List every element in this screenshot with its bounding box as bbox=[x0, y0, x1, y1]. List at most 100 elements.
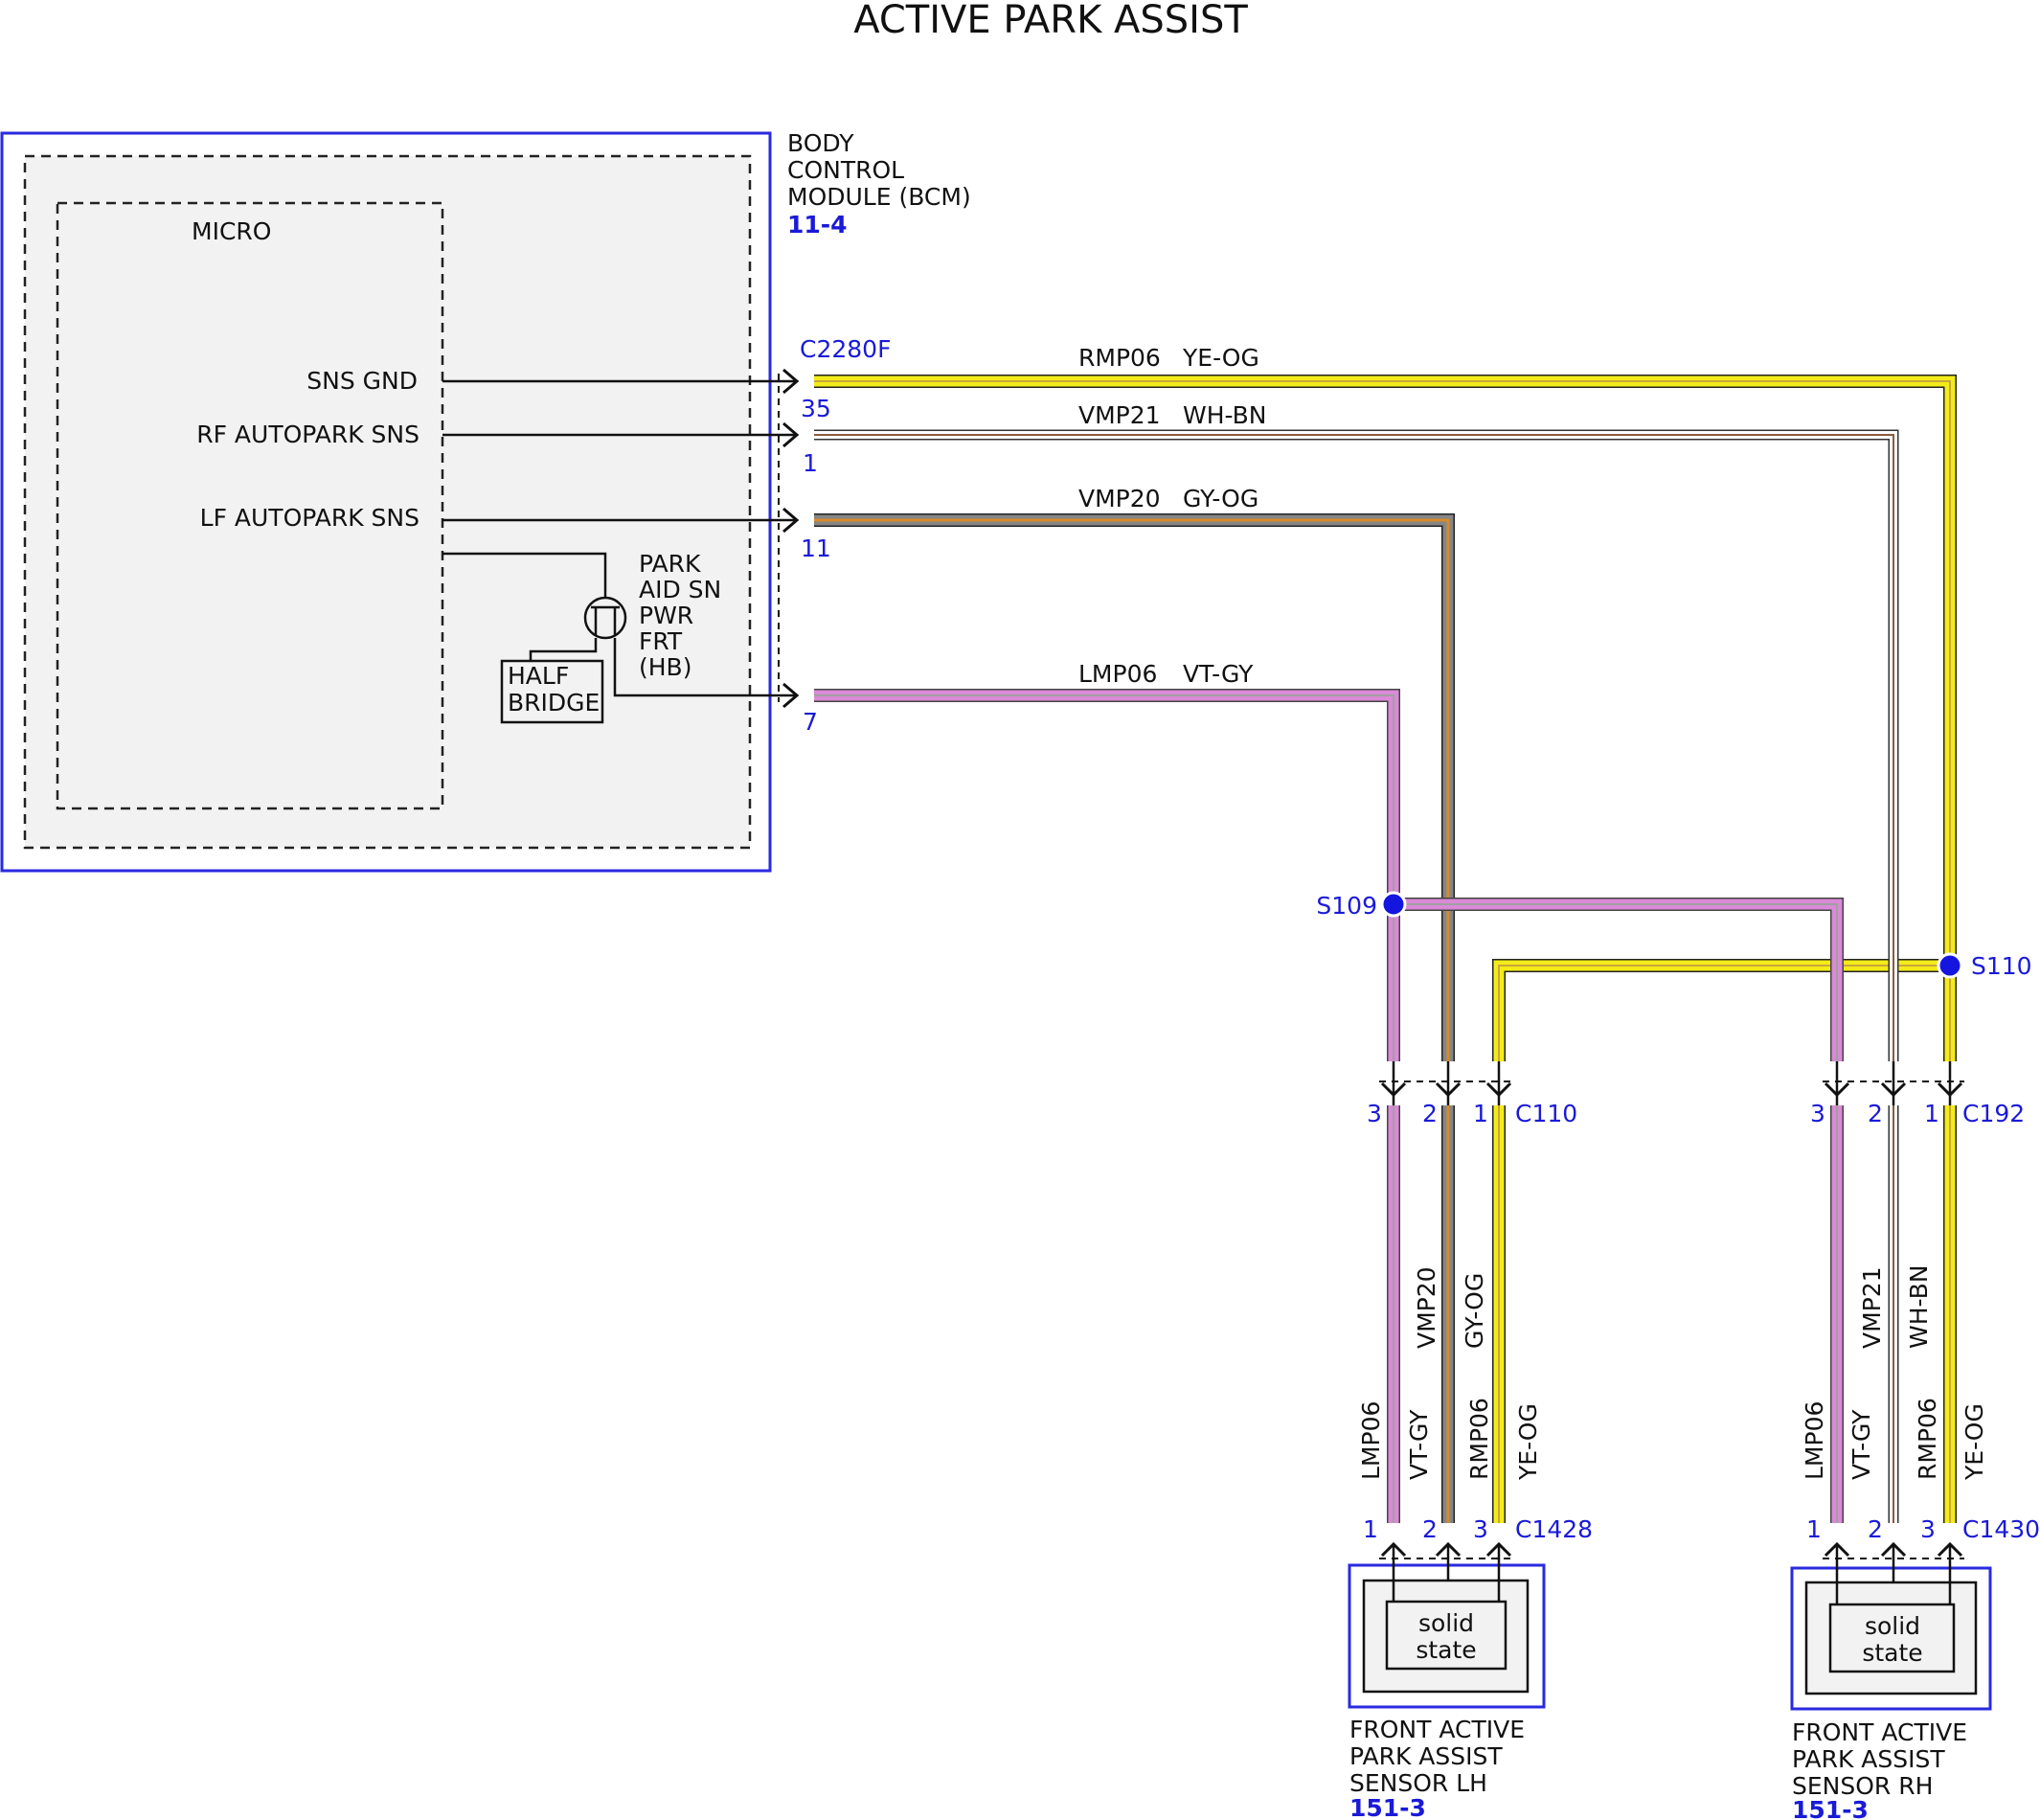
sensor-rh-solid-state bbox=[1828, 1603, 1956, 1673]
c110-pin3-arrow bbox=[1380, 1081, 1407, 1098]
c110-pin2-arrow bbox=[1435, 1081, 1462, 1098]
wire-label-vmp21-color: WH-BN bbox=[1183, 401, 1267, 429]
rh-wire2-circuit: VMP21 bbox=[1858, 1266, 1886, 1349]
sensor-lh-name-line-1: FRONT ACTIVE bbox=[1349, 1716, 1525, 1743]
sensor-lh-name-line-2: PARK ASSIST bbox=[1349, 1742, 1503, 1770]
sensor-rh-name-line-3: SENSOR RH bbox=[1792, 1772, 1933, 1800]
switch-label-line-3: PWR bbox=[639, 602, 693, 629]
lh-wire2-circuit: VMP20 bbox=[1413, 1266, 1440, 1349]
pin-number-7: 7 bbox=[803, 708, 818, 736]
switch-label-line-1: PARK bbox=[639, 550, 701, 578]
sensor-lh-inner-line-2: state bbox=[1416, 1636, 1476, 1664]
splice-s110-label: S110 bbox=[1971, 952, 2032, 980]
c2280f-label: C2280F bbox=[800, 335, 891, 363]
switch-feed-line bbox=[442, 552, 607, 598]
switch-symbol-icon bbox=[591, 605, 620, 636]
sensor-rh-ref: 151-3 bbox=[1792, 1796, 1869, 1820]
wire-label-vmp20-color: GY-OG bbox=[1183, 485, 1258, 512]
pin-arrow-7 bbox=[782, 682, 800, 709]
rh-wire2-color: WH-BN bbox=[1905, 1265, 1933, 1350]
c110-pin-1: 1 bbox=[1473, 1100, 1488, 1127]
wire-label-rmp06-circuit: RMP06 bbox=[1078, 344, 1161, 372]
bcm-name-line-1: BODY bbox=[787, 129, 854, 157]
half-bridge-link-line bbox=[529, 638, 598, 661]
rh-wire1-color: VT-GY bbox=[1847, 1409, 1875, 1480]
wire-vmp20 bbox=[814, 513, 1455, 1523]
pin-number-35: 35 bbox=[801, 395, 831, 422]
half-bridge-line-2: BRIDGE bbox=[508, 689, 600, 717]
connector-c110 bbox=[1379, 1061, 1513, 1105]
c1428-label: C1428 bbox=[1515, 1515, 1593, 1543]
c192-pin3-arrow bbox=[1824, 1081, 1850, 1098]
lh-wire1-circuit: LMP06 bbox=[1357, 1401, 1385, 1480]
c1428-pin-2: 2 bbox=[1422, 1515, 1438, 1543]
splice-s109 bbox=[1380, 891, 1407, 918]
splice-s109-label: S109 bbox=[1316, 892, 1377, 920]
pin-arrow-35 bbox=[782, 368, 800, 395]
bcm-name-line-3: MODULE (BCM) bbox=[787, 183, 971, 211]
c110-pin-2: 2 bbox=[1422, 1100, 1438, 1127]
half-bridge-line-1: HALF bbox=[508, 662, 569, 690]
wire-label-rmp06-color: YE-OG bbox=[1182, 344, 1259, 372]
half-bridge-box bbox=[500, 659, 604, 724]
sensor-lh-ref: 151-3 bbox=[1349, 1794, 1426, 1820]
bcm-ref: 11-4 bbox=[787, 211, 848, 239]
sensor-rh-inner-line-1: solid bbox=[1865, 1612, 1920, 1640]
lh-wire2-color: GY-OG bbox=[1461, 1273, 1488, 1349]
micro-label: MICRO bbox=[192, 217, 271, 245]
sensor-rh-inner-line-2: state bbox=[1862, 1639, 1922, 1667]
sensor-lh-name-line-3: SENSOR LH bbox=[1349, 1769, 1487, 1797]
c1430-pin-3: 3 bbox=[1920, 1515, 1936, 1543]
lh-wire1-color: VT-GY bbox=[1405, 1409, 1433, 1480]
sensor-lh-solid-state bbox=[1385, 1600, 1507, 1671]
wire-rmp06 bbox=[814, 375, 1957, 1523]
c192-pin-3: 3 bbox=[1810, 1100, 1825, 1127]
switch-output-line bbox=[613, 638, 795, 697]
pin-label-lf-autopark: LF AUTOPARK SNS bbox=[200, 504, 419, 532]
diagram-title: ACTIVE PARK ASSIST bbox=[853, 0, 1248, 42]
c1430-label: C1430 bbox=[1962, 1515, 2040, 1543]
wire-lmp06 bbox=[814, 689, 1844, 1523]
switch-label-line-4: FRT bbox=[639, 627, 683, 655]
c1428-pin-1: 1 bbox=[1363, 1515, 1378, 1543]
rh-wire3-color: YE-OG bbox=[1961, 1403, 1988, 1481]
sensor-lh-inner-line-1: solid bbox=[1418, 1609, 1474, 1637]
wire-label-lmp06-circuit: LMP06 bbox=[1078, 660, 1157, 688]
transistor-switch-icon bbox=[583, 596, 627, 640]
wire-vmp21 bbox=[814, 429, 1899, 1523]
pin-number-1: 1 bbox=[803, 449, 818, 477]
wire-label-lmp06-color: VT-GY bbox=[1183, 660, 1254, 688]
pin-arrow-11 bbox=[782, 507, 800, 534]
rh-wire3-circuit: RMP06 bbox=[1914, 1398, 1941, 1480]
sensor-rh bbox=[1790, 1523, 1992, 1711]
c192-pin2-arrow bbox=[1880, 1081, 1907, 1098]
c192-pin-1: 1 bbox=[1924, 1100, 1939, 1127]
sensor-rh-name-line-2: PARK ASSIST bbox=[1792, 1745, 1945, 1773]
sensor-lh bbox=[1348, 1523, 1546, 1709]
wire-label-vmp20-circuit: VMP20 bbox=[1078, 485, 1161, 512]
lh-wire3-color: YE-OG bbox=[1514, 1403, 1542, 1481]
switch-label-line-2: AID SN bbox=[639, 576, 721, 603]
pin-label-rf-autopark: RF AUTOPARK SNS bbox=[196, 421, 419, 448]
c110-pin-3: 3 bbox=[1367, 1100, 1382, 1127]
pin-arrow-1 bbox=[782, 421, 800, 448]
switch-label-line-5: (HB) bbox=[639, 653, 691, 681]
c192-pin1-arrow bbox=[1937, 1081, 1963, 1098]
c1428-pin-3: 3 bbox=[1473, 1515, 1488, 1543]
connector-c192 bbox=[1823, 1061, 1964, 1105]
c192-label: C192 bbox=[1962, 1100, 2025, 1127]
splice-s110 bbox=[1937, 952, 1963, 979]
rh-wire1-circuit: LMP06 bbox=[1801, 1401, 1828, 1480]
pin-label-sns-gnd: SNS GND bbox=[306, 367, 418, 395]
c1430-pin-2: 2 bbox=[1868, 1515, 1883, 1543]
sensor-rh-name-line-1: FRONT ACTIVE bbox=[1792, 1718, 1967, 1746]
micro-box bbox=[56, 201, 444, 810]
pin-number-11: 11 bbox=[801, 535, 831, 562]
bcm-name-line-2: CONTROL bbox=[787, 156, 904, 184]
wire-label-vmp21-circuit: VMP21 bbox=[1078, 401, 1161, 429]
c110-pin1-arrow bbox=[1485, 1081, 1512, 1098]
bcm-module: MICRO SNS GND RF AUTOPARK SNS LF AUTOPAR… bbox=[0, 131, 795, 873]
c110-label: C110 bbox=[1515, 1100, 1577, 1127]
lh-wire3-circuit: RMP06 bbox=[1465, 1398, 1493, 1480]
